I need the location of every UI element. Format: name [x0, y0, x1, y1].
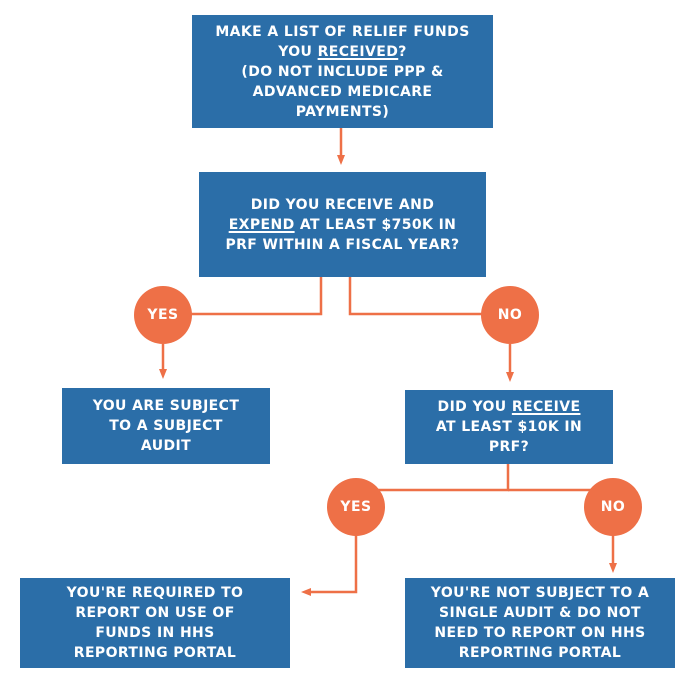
box3-line3: AUDIT: [140, 438, 192, 454]
box1-line3: (DO NOT INCLUDE PPP &: [241, 63, 444, 80]
box-required-to-report: YOU'RE REQUIRED TO REPORT ON USE OF FUND…: [20, 578, 290, 668]
box5-line1: YOU'RE REQUIRED TO: [66, 585, 244, 601]
box5-line2: REPORT ON USE OF: [75, 605, 235, 621]
box4-line2: AT LEAST $10K IN: [435, 419, 583, 435]
no-circle-1: NO: [481, 286, 539, 344]
box1-line2-pre: YOU: [278, 43, 318, 60]
box2-line2-post: AT LEAST $750K IN: [294, 216, 457, 233]
box1-line2: YOU RECEIVED?: [215, 42, 469, 62]
yes-circle-2: YES: [327, 478, 385, 536]
box6-line3: NEED TO REPORT ON HHS: [434, 625, 646, 641]
box2-line1: DID YOU RECEIVE AND: [250, 196, 435, 213]
box4-line1-underlined: RECEIVE: [511, 399, 581, 415]
box-not-subject: YOU'RE NOT SUBJECT TO A SINGLE AUDIT & D…: [405, 578, 675, 668]
box1-line1: MAKE A LIST OF RELIEF FUNDS: [215, 23, 470, 40]
box4-line1-pre: DID YOU: [437, 399, 512, 415]
box2-line2: EXPEND AT LEAST $750K IN: [225, 215, 459, 235]
box1-line2-post: ?: [398, 43, 407, 60]
box1-line4: ADVANCED MEDICARE: [252, 83, 433, 100]
box-make-list: MAKE A LIST OF RELIEF FUNDS YOU RECEIVED…: [192, 15, 493, 128]
line-box4-split: [356, 464, 510, 492]
box5-line4: REPORTING PORTAL: [73, 645, 237, 661]
box-receive-750k: DID YOU RECEIVE AND EXPEND AT LEAST $750…: [199, 172, 486, 277]
box2-line2-underlined: EXPEND: [228, 216, 295, 233]
box3-line1: YOU ARE SUBJECT: [92, 398, 240, 414]
box-subject-audit: YOU ARE SUBJECT TO A SUBJECT AUDIT: [62, 388, 270, 464]
arrow-yes2-to-box5: [301, 534, 358, 596]
no-circle-2: NO: [584, 478, 642, 536]
box6-line1: YOU'RE NOT SUBJECT TO A: [430, 585, 650, 601]
box4-line1: DID YOU RECEIVE: [436, 397, 582, 417]
box4-line3: PRF?: [488, 439, 530, 455]
yes-circle-1: YES: [134, 286, 192, 344]
line-box2-to-no: [348, 277, 482, 316]
box3-line2: TO A SUBJECT: [109, 418, 223, 434]
box2-line3: PRF WITHIN A FISCAL YEAR?: [225, 236, 460, 253]
box6-line4: REPORTING PORTAL: [458, 645, 622, 661]
box1-line2-underlined: RECEIVED: [317, 43, 399, 60]
box6-line2: SINGLE AUDIT & DO NOT: [439, 605, 641, 621]
box1-line5: PAYMENTS): [295, 103, 390, 120]
box5-line3: FUNDS IN HHS: [95, 625, 215, 641]
box-receive-10k: DID YOU RECEIVE AT LEAST $10K IN PRF?: [405, 390, 613, 464]
line-box2-to-yes: [190, 277, 323, 316]
